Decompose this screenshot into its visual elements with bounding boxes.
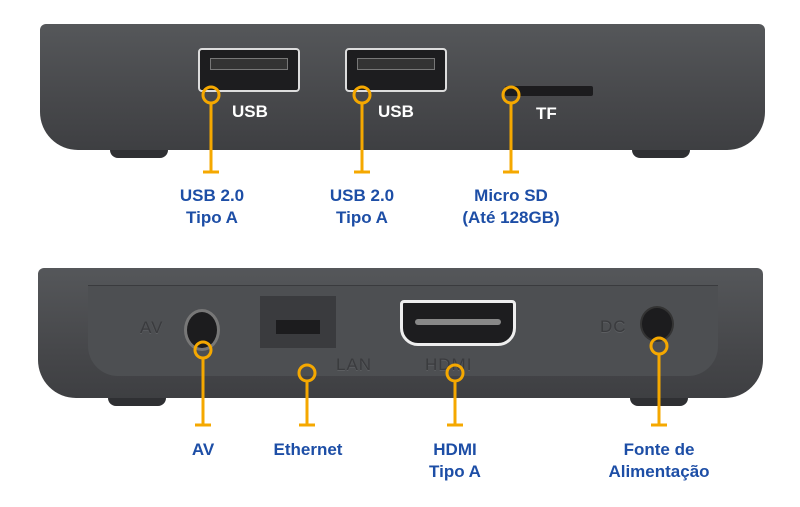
callout-line: HDMI <box>433 440 477 459</box>
callout-label-hdmi: HDMI Tipo A <box>429 439 481 483</box>
callout-line: AV <box>191 440 215 459</box>
callout-line: Micro SD <box>474 186 548 205</box>
callout-line: Tipo A <box>336 208 388 227</box>
dc-jack <box>640 306 674 342</box>
callout-line: USB 2.0 <box>329 186 395 205</box>
callout-dc <box>649 336 669 427</box>
callout-line: Ethernet <box>273 440 343 459</box>
callout-line: USB 2.0 <box>179 186 245 205</box>
av-jack <box>184 309 220 351</box>
port-label-hdmi: HDMI <box>425 355 473 374</box>
callout-line: (Até 128GB) <box>462 208 560 227</box>
device-foot <box>110 150 168 158</box>
callout-usb-2 <box>352 85 372 174</box>
callout-lan <box>297 363 317 427</box>
device-foot <box>108 398 166 406</box>
callout-usb-1 <box>201 85 221 174</box>
port-label-lan: LAN <box>336 355 373 374</box>
port-label-usb-1: USB <box>232 102 268 121</box>
callout-hdmi <box>445 363 465 427</box>
tf-slot <box>505 86 593 96</box>
usb-port-1 <box>198 48 300 92</box>
port-label-av: AV <box>140 318 164 337</box>
device-foot <box>632 150 690 158</box>
callout-label-ethernet: Ethernet <box>274 439 343 461</box>
port-label-dc: DC <box>600 317 627 336</box>
callout-av <box>193 340 213 427</box>
callout-tf <box>501 85 521 174</box>
callout-label-power: Fonte de Alimentação <box>608 439 709 483</box>
usb-port-2 <box>345 48 447 92</box>
callout-label-av: AV <box>192 439 214 461</box>
hdmi-port <box>400 300 516 346</box>
callout-line: Tipo A <box>429 462 481 481</box>
callout-line: Alimentação <box>608 462 710 481</box>
callout-label-microsd: Micro SD (Até 128GB) <box>462 185 559 229</box>
callout-line: Tipo A <box>186 208 238 227</box>
port-label-tf: TF <box>536 104 557 123</box>
port-label-usb-2: USB <box>378 102 414 121</box>
callout-line: Fonte de <box>623 440 695 459</box>
lan-port <box>260 296 336 348</box>
